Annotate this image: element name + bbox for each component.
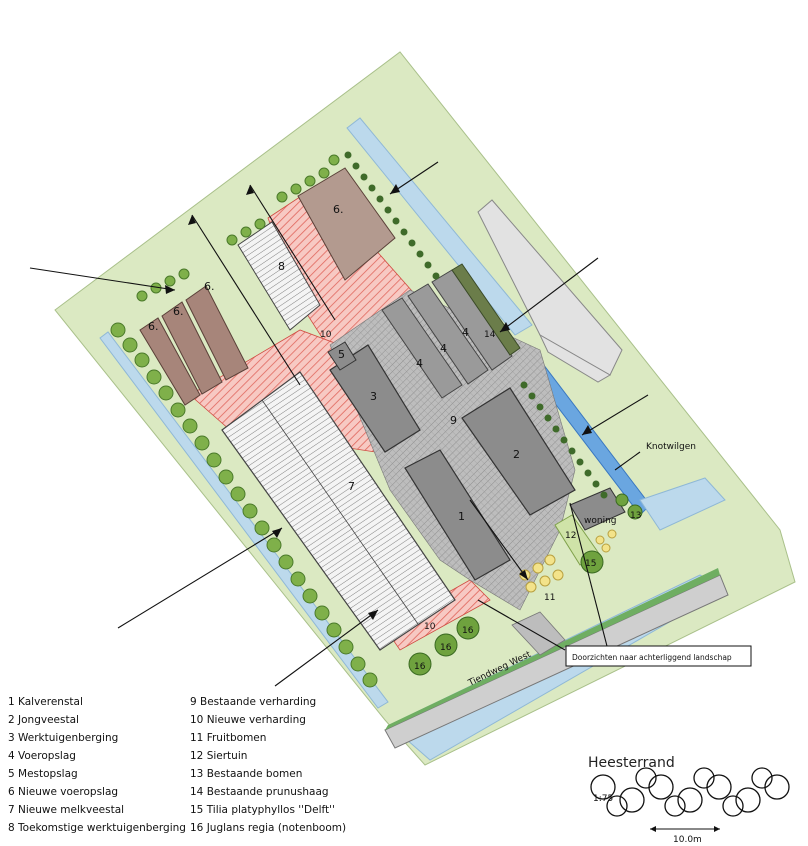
feed-storage-6-a: [139, 317, 201, 406]
label-5: 5: [338, 348, 345, 361]
doorzichten-box: [565, 645, 752, 667]
heesterrand-ratio: 1:75: [593, 794, 613, 804]
label-4b: 4: [440, 342, 447, 355]
legend-item: 11 Fruitbomen: [190, 732, 267, 744]
label-10b: 10: [424, 622, 436, 632]
driveway-northeast: [477, 199, 623, 376]
label-6c: 6.: [204, 280, 215, 293]
legend-item: 4 Voeropslag: [8, 750, 76, 762]
heesterrand-title: Heesterrand: [588, 755, 675, 771]
tree-row-north: [136, 154, 340, 302]
legend-item: 8 Toekomstige werktuigenberging: [8, 822, 186, 834]
label-1: 1: [458, 510, 465, 523]
label-14: 14: [484, 330, 496, 340]
scale-arrow-right: [714, 826, 720, 832]
house-woning: [569, 487, 626, 531]
label-4a: 4: [416, 357, 423, 370]
manure-storage-5: [327, 341, 357, 371]
label-8: 8: [278, 260, 285, 273]
legend-item: 7 Nieuwe melkveestal: [8, 804, 125, 816]
prunus-hedge-14: [451, 263, 521, 356]
heesterrand-detail: [590, 767, 790, 817]
label-6d: 6.: [333, 203, 344, 216]
legend-item: 15 Tilia platyphyllos ''Delft'': [190, 804, 335, 816]
legend-item: 12 Siertuin: [190, 750, 248, 762]
entrance-pavement: [511, 611, 566, 656]
label-16c: 16: [462, 626, 474, 636]
label-13: 13: [630, 511, 641, 521]
label-knotwilgen: Knotwilgen: [646, 442, 696, 452]
tool-shed-8: [237, 221, 321, 331]
feed-storage-6-d: [297, 167, 396, 281]
feed-storage-4-c: [431, 269, 513, 371]
tree-row-west: [110, 322, 378, 688]
label-9: 9: [450, 414, 457, 427]
legend-item: 9 Bestaande verharding: [190, 696, 317, 708]
existing-trees-13: [615, 493, 643, 520]
label-3: 3: [370, 390, 377, 403]
legend-item: 2 Jongveestal: [8, 714, 79, 726]
label-woning: woning: [584, 516, 617, 526]
dairy-barn-7: [221, 371, 456, 651]
young-cattle-barn-2: [461, 387, 576, 516]
label-16a: 16: [414, 662, 426, 672]
legend-item: 1 Kalverenstal: [8, 696, 83, 708]
ditch-southeast: [639, 477, 726, 531]
driveway-arm: [538, 333, 611, 383]
legend-item: 3 Werktuigenberging: [8, 732, 119, 744]
legend-item: 6 Nieuwe voeropslag: [8, 786, 119, 798]
label-4c: 4: [462, 326, 469, 339]
feed-storage-4-b: [407, 283, 489, 385]
scale-arrow-left: [650, 826, 656, 832]
legend-item: 16 Juglans regia (notenboom): [190, 822, 347, 834]
label-12: 12: [565, 531, 576, 541]
feed-storage-6-b: [161, 301, 223, 395]
legend-item: 13 Bestaande bomen: [190, 768, 303, 780]
tool-storage-3: [329, 344, 421, 453]
feed-storage-6-c: [185, 285, 249, 381]
label-11: 11: [544, 593, 555, 603]
legend-column-2: 9 Bestaande verharding 10 Nieuwe verhardi…: [190, 693, 346, 837]
label-10a: 10: [320, 330, 332, 340]
sight-line-arrows: [29, 161, 649, 687]
walnut-trees-16: [408, 616, 480, 676]
label-15: 15: [585, 559, 596, 569]
calf-barn-1: [404, 449, 511, 581]
feed-storage-4-a: [381, 297, 463, 399]
fruit-trees-11: [519, 529, 617, 593]
label-6a: 6.: [148, 320, 159, 333]
label-2: 2: [513, 448, 520, 461]
hedge-east: [344, 151, 608, 499]
barn-7-ridge: [261, 399, 419, 625]
label-16b: 16: [440, 643, 452, 653]
arrow-heads: [165, 184, 592, 620]
label-7: 7: [348, 480, 355, 493]
road-verge: [385, 568, 720, 730]
legend-item: 10 Nieuwe verharding: [190, 714, 306, 726]
label-6b: 6.: [173, 305, 184, 318]
legend-item: 14 Bestaande prunushaag: [190, 786, 329, 798]
legend-item: 5 Mestopslag: [8, 768, 78, 780]
scale-label: 10.0m: [673, 835, 702, 845]
legend-column-1: 1 Kalverenstal 2 Jongveestal 3 Werktuigenb…: [8, 693, 186, 837]
road-tiendweg-west: [384, 574, 729, 749]
doorzichten-label: Doorzichten naar achterliggend landschap: [572, 653, 732, 662]
